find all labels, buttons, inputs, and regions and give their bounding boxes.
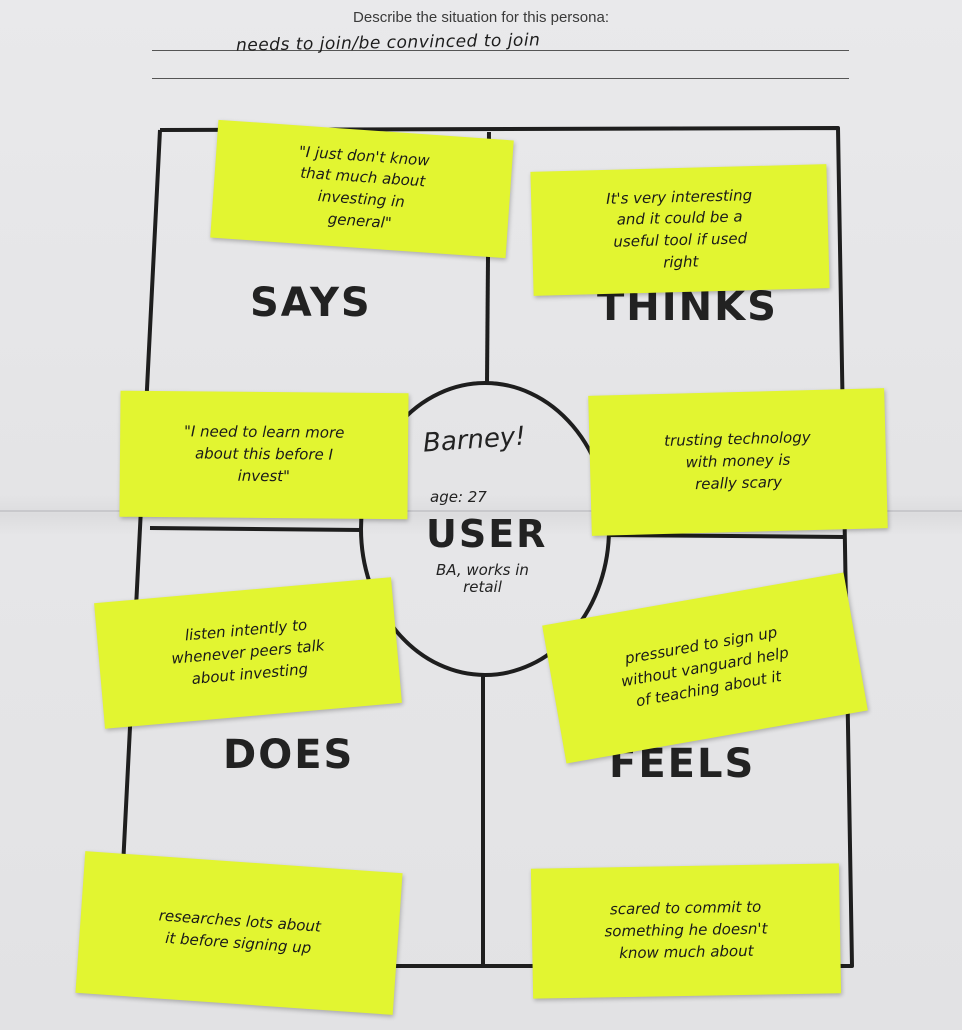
sticky-note-text: researches lots about it before signing … [158,906,322,958]
answer-line-1 [152,50,849,51]
persona-age: age: 27 [430,488,487,506]
persona-user-label: USER [426,512,548,556]
persona-detail: BA, works in retail [436,561,529,596]
sticky-note-thinks-2: trusting technology with money is really… [588,388,888,536]
sticky-note-text: pressured to sign up without vanguard he… [619,623,791,711]
quadrant-label-says: SAYS [250,280,372,326]
sticky-note-says-2: "I need to learn more about this before … [119,390,409,520]
sticky-note-says-1: "I just don't know that much about inves… [210,119,514,259]
sticky-note-text: It's very interesting and it could be a … [605,185,753,272]
divider-left [149,526,363,532]
sticky-note-does-2: researches lots about it before signing … [75,851,403,1015]
situation-prompt: Describe the situation for this persona: [353,9,609,26]
answer-line-2 [152,78,849,79]
sticky-note-text: "I just don't know that much about inves… [298,142,431,232]
sticky-note-does-1: listen intently to whenever peers talk a… [94,577,402,729]
sticky-note-thinks-1: It's very interesting and it could be a … [530,164,830,296]
quadrant-label-does: DOES [223,732,355,778]
sticky-note-text: trusting technology with money is really… [663,428,811,494]
sticky-note-text: listen intently to whenever peers talk a… [170,616,326,688]
divider-right [607,533,846,539]
sticky-note-text: "I need to learn more about this before … [183,422,345,486]
sticky-note-text: scared to commit to something he doesn't… [604,898,768,963]
sticky-note-feels-2: scared to commit to something he doesn't… [530,863,842,999]
paper-fold-line [0,510,962,512]
